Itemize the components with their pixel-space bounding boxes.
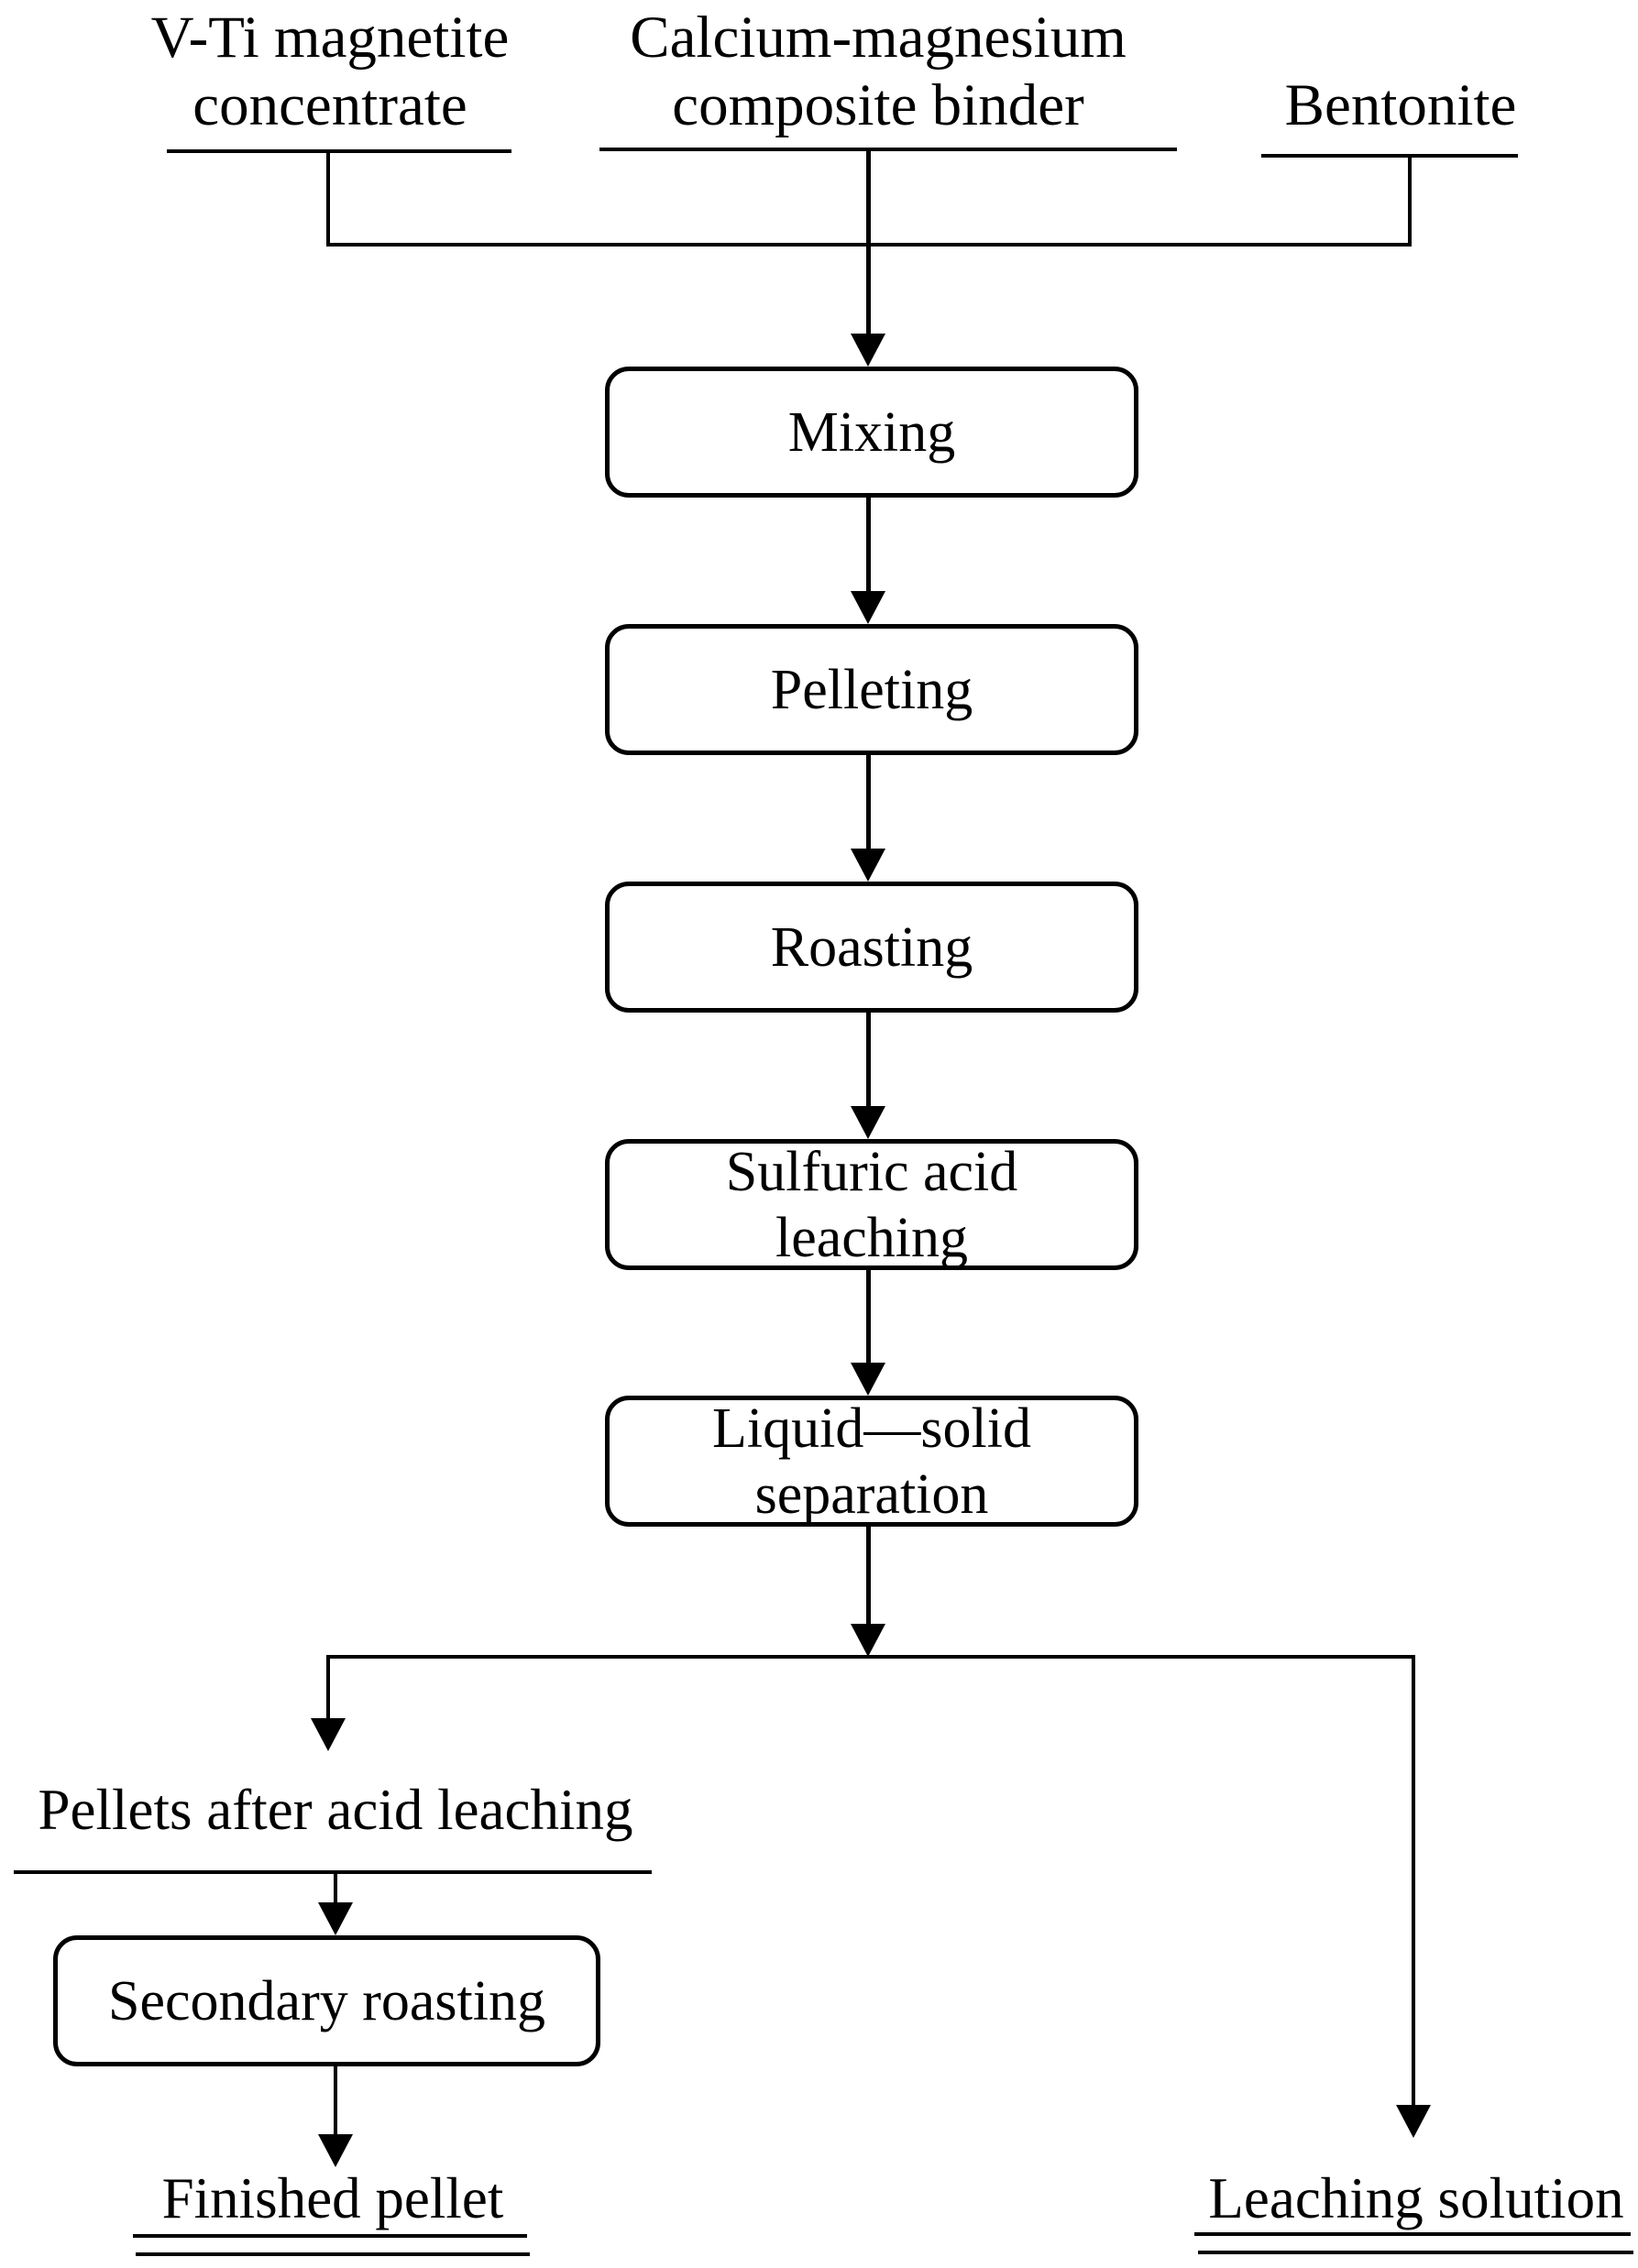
box-mixing: Mixing <box>605 367 1138 498</box>
connector-secondary-finished-line <box>334 2066 337 2136</box>
connector-bentonite-drop-line <box>1408 156 1412 247</box>
arrowhead-into-sulfuric-leaching <box>851 1106 885 1139</box>
box-liquid-solid-separation: Liquid—solid separation <box>605 1396 1138 1527</box>
box-liquid-solid-separation-label: Liquid—solid separation <box>712 1397 1031 1526</box>
box-secondary-roasting: Secondary roasting <box>53 1935 600 2066</box>
label-pellets-after-acid-leaching: Pellets after acid leaching <box>38 1778 633 1842</box>
box-secondary-roasting-label: Secondary roasting <box>108 1969 545 2032</box>
box-pelleting-label: Pelleting <box>770 658 973 721</box>
input-label-calcium-magnesium-binder: Calcium-magnesium composite binder <box>630 5 1127 138</box>
label-leaching-solution: Leaching solution <box>1208 2166 1624 2230</box>
arrowhead-into-roasting <box>851 849 885 882</box>
connector-main-stem-line <box>866 148 871 337</box>
arrowhead-into-mixing <box>851 334 885 367</box>
arrowhead-into-pelleting <box>851 591 885 624</box>
underline-leaching-solution-2 <box>1198 2251 1633 2254</box>
connector-vti-drop-line <box>326 151 330 247</box>
connector-roasting-leaching-line <box>866 1013 871 1110</box>
underline-bentonite <box>1261 154 1518 158</box>
connector-mixing-pelleting-line <box>866 498 871 595</box>
arrowhead-left-branch <box>311 1718 346 1751</box>
connector-leaching-separation-line <box>866 1270 871 1366</box>
box-roasting-label: Roasting <box>770 915 973 979</box>
arrowhead-into-secondary-roasting <box>318 1902 353 1935</box>
connector-separation-split-line <box>866 1527 871 1627</box>
box-pelleting: Pelleting <box>605 624 1138 755</box>
underline-pellets <box>14 1870 652 1874</box>
input-label-bentonite: Bentonite <box>1284 72 1517 138</box>
underline-vti <box>167 149 511 153</box>
branch-left-line <box>326 1655 330 1722</box>
arrowhead-into-split <box>851 1624 885 1657</box>
arrowhead-right-branch <box>1396 2105 1431 2138</box>
box-roasting: Roasting <box>605 882 1138 1013</box>
box-sulfuric-acid-leaching: Sulfuric acid leaching <box>605 1139 1138 1270</box>
connector-pellets-secondary-line <box>334 1874 337 1904</box>
underline-finished-pellet-2 <box>136 2252 530 2256</box>
box-mixing-label: Mixing <box>787 400 956 464</box>
underline-finished-pellet-1 <box>133 2234 527 2238</box>
underline-leaching-solution-1 <box>1194 2232 1631 2236</box>
arrowhead-into-separation <box>851 1363 885 1396</box>
box-sulfuric-acid-leaching-label: Sulfuric acid leaching <box>725 1140 1018 1269</box>
arrowhead-into-finished-pellet <box>318 2134 353 2167</box>
underline-binder <box>599 148 1177 151</box>
label-finished-pellet: Finished pellet <box>161 2166 504 2230</box>
connector-pelleting-roasting-line <box>866 755 871 852</box>
split-horizontal-line <box>326 1655 1415 1659</box>
branch-right-line <box>1412 1655 1415 2107</box>
input-label-vti-magnetite-concentrate: V-Ti magnetite concentrate <box>150 5 510 138</box>
